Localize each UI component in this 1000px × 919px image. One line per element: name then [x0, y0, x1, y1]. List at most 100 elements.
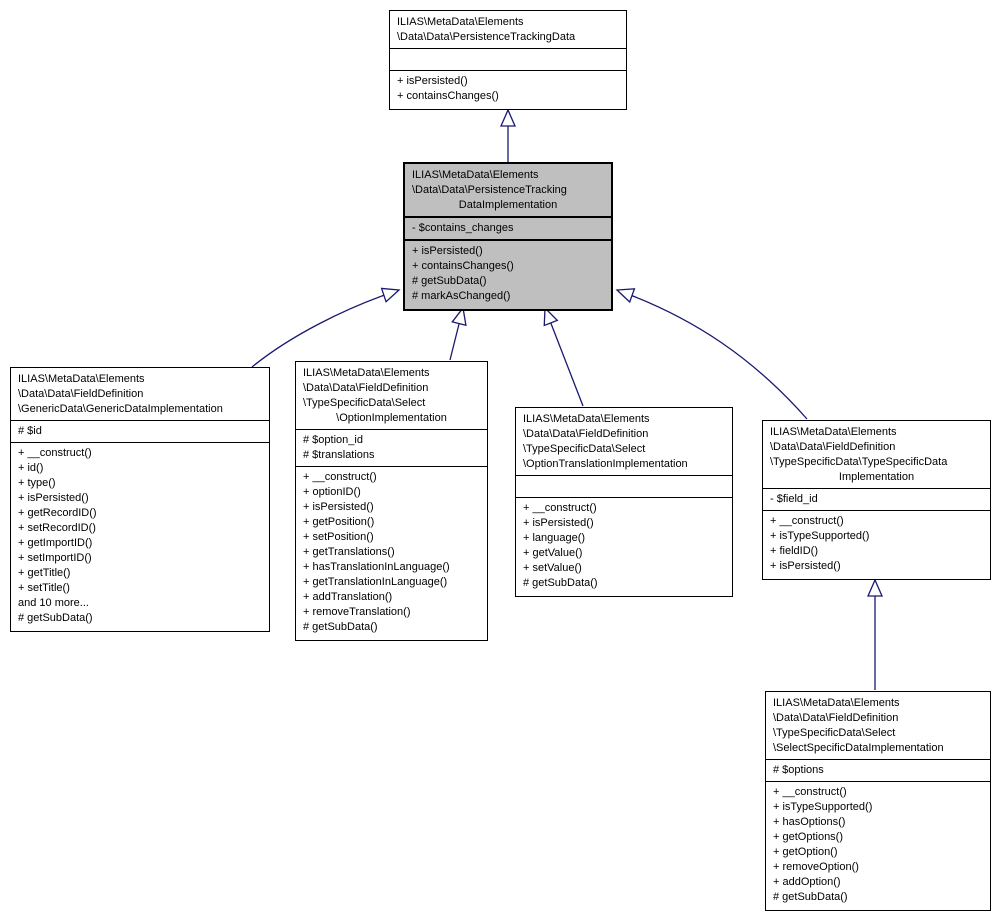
inheritance-arrow-gdi-to-ptdi: [251, 287, 401, 368]
class-name-line: ILIAS\MetaData\Elements: [18, 373, 145, 385]
class-name-line: ILIAS\MetaData\Elements: [303, 367, 430, 379]
method-label: + isPersisted(): [412, 245, 483, 257]
class-name-line: DataImplementation: [458, 199, 558, 211]
attribute-label: - $contains_changes: [412, 222, 514, 234]
methods-section: + __construct() + isTypeSupported() + fiel…: [763, 510, 990, 579]
attributes-section: # $id: [11, 420, 269, 442]
attribute-label: # $option_id: [303, 434, 363, 446]
class-name-line: \TypeSpecificData\TypeSpecificData: [770, 456, 948, 468]
method-label: + __construct(): [303, 471, 377, 483]
method-label: + setValue(): [523, 562, 582, 574]
method-label: + containsChanges(): [412, 260, 514, 272]
class-box-generic-data-implementation[interactable]: ILIAS\MetaData\Elements \Data\Data\Field…: [10, 367, 270, 632]
methods-section: + isPersisted() + containsChanges() # getS…: [405, 239, 611, 309]
inheritance-arrow-oi-to-ptdi: [449, 306, 467, 361]
methods-section: + __construct() + isPersisted() + language…: [516, 497, 732, 596]
class-box-persistence-tracking-data-implementation: ILIAS\MetaData\Elements \Data\Data\Persi…: [403, 162, 613, 311]
inheritance-arrow-tsdi-to-ptdi: [615, 288, 808, 420]
class-title: ILIAS\MetaData\Elements \Data\Data\Persi…: [390, 11, 626, 48]
method-label: # getSubData(): [18, 612, 93, 624]
method-label: + getRecordID(): [18, 507, 97, 519]
method-label: + addOption(): [773, 876, 841, 888]
method-label: + getOptions(): [773, 831, 844, 843]
class-name-line: \SelectSpecificDataImplementation: [773, 742, 944, 754]
attributes-section: - $field_id: [763, 488, 990, 510]
attributes-section: # $option_id # $translations: [296, 429, 487, 466]
method-label: + optionID(): [303, 486, 361, 498]
attribute-label: # $options: [773, 764, 824, 776]
methods-section: + __construct() + optionID() + isPersisted…: [296, 466, 487, 640]
attributes-section: [516, 475, 732, 497]
method-label: + removeOption(): [773, 861, 859, 873]
class-box-persistence-tracking-data[interactable]: ILIAS\MetaData\Elements \Data\Data\Persi…: [389, 10, 627, 110]
method-label: # getSubData(): [412, 275, 487, 287]
method-label: + containsChanges(): [397, 90, 499, 102]
class-title: ILIAS\MetaData\Elements \Data\Data\Field…: [296, 362, 487, 429]
class-box-option-implementation[interactable]: ILIAS\MetaData\Elements \Data\Data\Field…: [295, 361, 488, 641]
method-label: + hasOptions(): [773, 816, 846, 828]
class-name-line: \Data\Data\FieldDefinition: [523, 428, 649, 440]
method-label: + isPersisted(): [523, 517, 594, 529]
class-name-line: \TypeSpecificData\Select: [523, 443, 646, 455]
method-label: # getSubData(): [523, 577, 598, 589]
attribute-label: - $field_id: [770, 493, 818, 505]
methods-section: + __construct() + id() + type() + isPersist…: [11, 442, 269, 631]
methods-section: + isPersisted() + containsChanges(): [390, 70, 626, 109]
method-label: + __construct(): [523, 502, 597, 514]
method-label: + getOption(): [773, 846, 838, 858]
attributes-section: - $contains_changes: [405, 216, 611, 239]
method-label: + setRecordID(): [18, 522, 96, 534]
method-label: + isPersisted(): [397, 75, 468, 87]
class-name-line: \OptionImplementation: [336, 412, 447, 424]
method-label: + __construct(): [770, 515, 844, 527]
method-label: + getTranslationInLanguage(): [303, 576, 448, 588]
method-label: + isPersisted(): [303, 501, 374, 513]
method-label: + removeTranslation(): [303, 606, 411, 618]
class-name-line: \TypeSpecificData\Select: [773, 727, 896, 739]
class-title: ILIAS\MetaData\Elements \Data\Data\Field…: [11, 368, 269, 420]
method-label: + hasTranslationInLanguage(): [303, 561, 450, 573]
class-name-line: ILIAS\MetaData\Elements: [412, 169, 539, 181]
method-label: # getSubData(): [303, 621, 378, 633]
method-label: + addTranslation(): [303, 591, 393, 603]
class-name-line: \OptionTranslationImplementation: [523, 458, 688, 470]
inheritance-arrow-oti-to-ptdi: [543, 306, 584, 407]
method-label: + getTranslations(): [303, 546, 395, 558]
class-name-line: \Data\Data\FieldDefinition: [18, 388, 144, 400]
class-name-line: \Data\Data\PersistenceTrackingData: [397, 31, 576, 43]
class-box-type-specific-data-implementation[interactable]: ILIAS\MetaData\Elements \Data\Data\Field…: [762, 420, 991, 580]
attribute-label: # $translations: [303, 449, 375, 461]
methods-section: + __construct()+ isTypeSupported()+ hasO…: [766, 781, 990, 910]
method-label: + setImportID(): [18, 552, 92, 564]
class-box-option-translation-implementation[interactable]: ILIAS\MetaData\Elements \Data\Data\Field…: [515, 407, 733, 597]
method-label: + language(): [523, 532, 586, 544]
method-label: + type(): [18, 477, 56, 489]
method-label: + isTypeSupported(): [773, 801, 873, 813]
class-title: ILIAS\MetaData\Elements \Data\Data\Field…: [766, 692, 990, 759]
class-name-line: \Data\Data\FieldDefinition: [303, 382, 429, 394]
method-label: + __construct(): [18, 447, 92, 459]
class-title: ILIAS\MetaData\Elements \Data\Data\Field…: [516, 408, 732, 475]
method-label: and 10 more...: [18, 597, 89, 609]
method-label: + isPersisted(): [18, 492, 89, 504]
method-label: + setPosition(): [303, 531, 374, 543]
class-name-line: ILIAS\MetaData\Elements: [773, 697, 900, 709]
class-name-line: \GenericData\GenericDataImplementation: [18, 403, 223, 415]
class-name-line: ILIAS\MetaData\Elements: [397, 16, 524, 28]
attributes-section: [390, 48, 626, 70]
method-label: + id(): [18, 462, 44, 474]
class-name-line: \Data\Data\PersistenceTracking: [412, 184, 567, 196]
class-name-line: \TypeSpecificData\Select: [303, 397, 426, 409]
class-name-line: Implementation: [838, 471, 915, 483]
method-label: + fieldID(): [770, 545, 818, 557]
method-label: + getValue(): [523, 547, 583, 559]
attributes-section: # $options: [766, 759, 990, 781]
method-label: + getPosition(): [303, 516, 375, 528]
attribute-label: # $id: [18, 425, 42, 437]
method-label: + isTypeSupported(): [770, 530, 870, 542]
method-label: + setTitle(): [18, 582, 70, 594]
class-box-select-specific-data-implementation[interactable]: ILIAS\MetaData\Elements \Data\Data\Field…: [765, 691, 991, 911]
method-label: + getTitle(): [18, 567, 71, 579]
